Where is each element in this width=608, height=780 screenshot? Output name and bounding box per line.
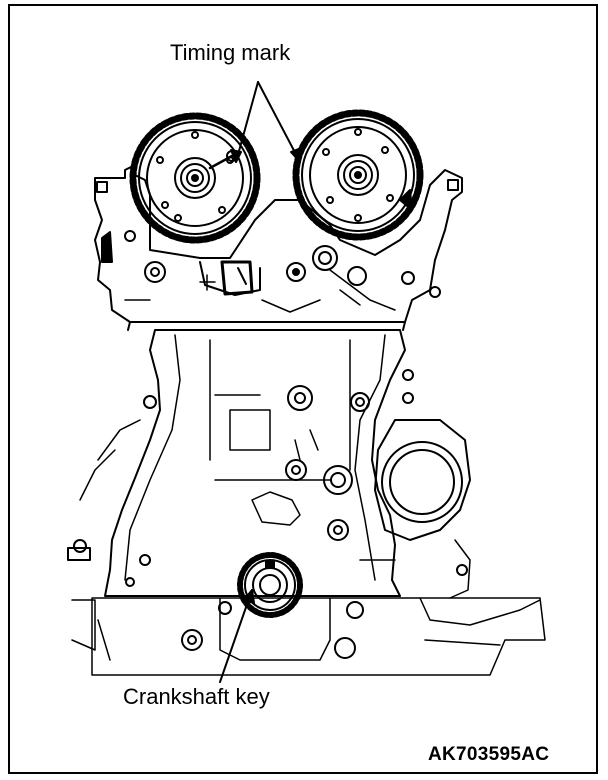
timing-mark-leaders xyxy=(230,81,302,163)
cylinder-block xyxy=(104,329,414,597)
water-pump-housing xyxy=(359,419,471,599)
cylinder-head xyxy=(94,164,463,331)
exhaust-cam-sprocket xyxy=(292,109,424,241)
crankshaft-key-leader xyxy=(219,589,255,683)
crankshaft-key-label: Crankshaft key xyxy=(123,684,270,709)
timing-mark-label: Timing mark xyxy=(170,40,291,65)
intake-cam-sprocket xyxy=(129,112,261,244)
oil-pan-area xyxy=(91,597,546,676)
crankshaft-sprocket xyxy=(237,552,303,618)
left-block-side xyxy=(67,419,141,651)
figure-code: AK703595AC xyxy=(428,744,550,765)
